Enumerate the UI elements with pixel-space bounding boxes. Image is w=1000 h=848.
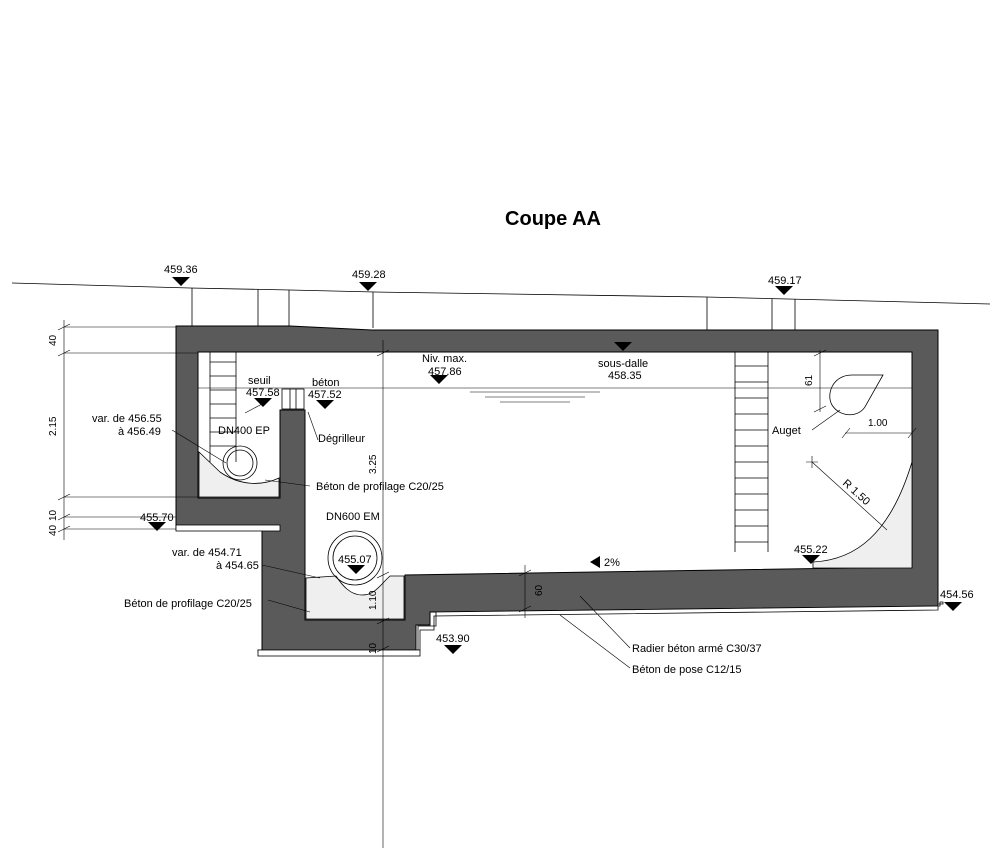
label-radier: Radier béton armé C30/37 <box>632 643 762 655</box>
dim-1-10: 1.10 <box>368 590 379 610</box>
dim-10: 10 <box>48 509 59 521</box>
access-shafts <box>191 288 796 330</box>
dim-3-25: 3.25 <box>368 454 379 474</box>
dim-60: 60 <box>534 584 545 596</box>
profilage-lower <box>305 575 405 620</box>
label-beton: béton <box>312 377 340 389</box>
profilage-upper <box>198 451 280 498</box>
label-profilage-upper: Béton de profilage C20/25 <box>316 481 444 493</box>
pipe-dn600 <box>327 530 383 586</box>
elev-beton: 457.52 <box>308 389 342 401</box>
label-auget: Auget <box>772 425 801 437</box>
label-dn600: DN600 EM <box>326 511 380 523</box>
auget-shape <box>829 374 884 416</box>
elev-seuil: 457.58 <box>246 387 280 399</box>
elev-ground-mid: 459.28 <box>352 269 386 281</box>
label-niv-max: Niv. max. <box>422 353 467 365</box>
radius-line <box>811 461 888 531</box>
elev-auget-floor: 455.22 <box>794 544 828 556</box>
label-profilage-lower: Béton de profilage C20/25 <box>124 598 252 610</box>
label-var2-line1: var. de 454.71 <box>172 547 242 559</box>
dim-1-00: 1.00 <box>868 418 888 429</box>
lean-concrete <box>257 601 944 653</box>
ladder-right <box>734 352 769 552</box>
dim-10b: 10 <box>368 642 379 654</box>
elev-pipe-invert: 455.07 <box>338 554 372 566</box>
elev-ground-right: 459.17 <box>768 275 802 287</box>
label-dn400: DN400 EP <box>218 425 270 437</box>
drawing-title: Coupe AA <box>505 208 601 230</box>
elev-ext-left: 455.70 <box>140 512 174 524</box>
ladder-left <box>209 352 237 462</box>
dimension-auget <box>813 349 917 439</box>
level-markers <box>148 277 962 654</box>
dim-2-15: 2.15 <box>48 416 59 436</box>
elev-max-level: 457.86 <box>428 366 462 378</box>
elev-lean-bottom: 453.90 <box>436 633 470 645</box>
label-var1-line2: à 456.49 <box>118 426 161 438</box>
auget-concrete <box>812 461 913 569</box>
lean-concrete-small <box>175 524 281 532</box>
dimension-chain-raft <box>518 565 532 618</box>
dimension-chain-left <box>57 320 198 540</box>
pipe-dn400 <box>222 445 258 481</box>
label-var1-line1: var. de 456.55 <box>92 413 162 425</box>
ground-line <box>11 282 991 305</box>
elev-sous-dalle: 458.35 <box>608 370 642 382</box>
radius-center <box>806 456 818 468</box>
leader-lines <box>171 403 841 669</box>
water-ripples <box>470 391 600 403</box>
label-sous-dalle: sous-dalle <box>598 358 648 370</box>
label-pose: Béton de pose C12/15 <box>632 664 741 676</box>
label-var2-line2: à 454.65 <box>216 560 259 572</box>
dim-40: 40 <box>48 334 59 346</box>
dimension-chain-mid <box>376 340 390 848</box>
lean-concrete-left <box>257 649 421 657</box>
dim-61: 61 <box>804 374 815 386</box>
label-seuil: seuil <box>248 375 271 387</box>
label-degrilleur: Dégrilleur <box>318 433 365 445</box>
label-slope: 2% <box>604 557 620 569</box>
degrilleur-box <box>281 388 305 410</box>
elev-ground-left: 459.36 <box>164 264 198 276</box>
label-radius: R 1.50 <box>840 477 872 508</box>
dim-40b: 40 <box>48 524 59 536</box>
structure-walls <box>175 325 939 653</box>
elev-ext-right: 454.56 <box>940 589 974 601</box>
